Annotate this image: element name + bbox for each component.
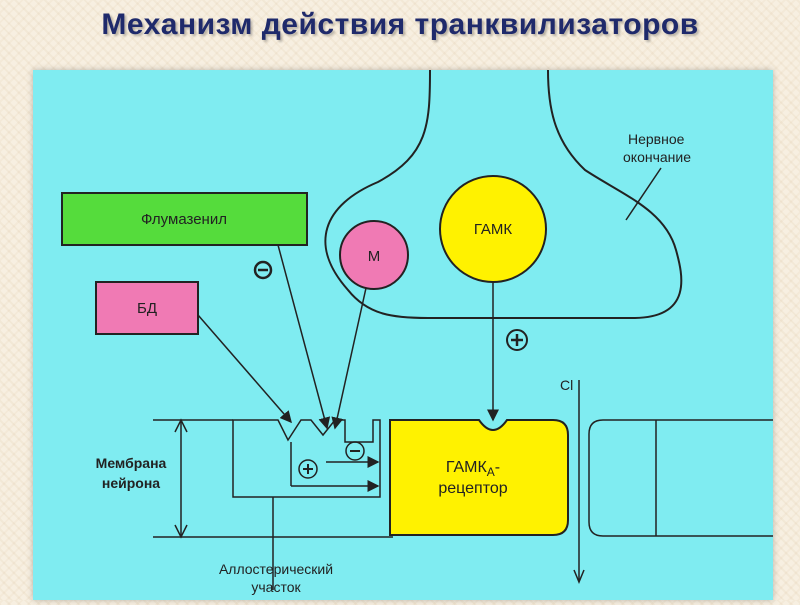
inner-minus-icon [345, 441, 365, 461]
membrane-label: Мембрана [96, 455, 167, 471]
cl-ion-label: Cl [560, 377, 573, 393]
membrane-dim-bottom-arrow [174, 524, 188, 539]
diagram-panel: Нервное окончание ГАМК М Флумазенил БД М… [33, 69, 773, 600]
allosteric-label-line2: участок [251, 579, 301, 595]
bd-label: БД [137, 300, 157, 317]
gaba-label: ГАМК [474, 221, 513, 238]
minus-sign-icon [253, 260, 273, 280]
cl-channel-arrowhead [573, 569, 585, 584]
allosteric-site-outline [232, 419, 381, 498]
inner-plus-icon [298, 459, 318, 479]
receptor-label-main: ГАМК [446, 459, 488, 476]
nerve-ending-label: Нервное [628, 131, 685, 147]
plus-sign-icon [506, 329, 528, 351]
nerve-ending-pointer [625, 167, 662, 221]
receptor-label-sub: А [487, 465, 495, 479]
m-arrow [331, 287, 367, 430]
allosteric-label: Аллостерический [219, 561, 333, 577]
slide-title: Механизм действия транквилизаторов [101, 8, 699, 41]
flumazenil-arrow [277, 244, 331, 430]
receptor-label-suffix: - [495, 459, 500, 476]
gaba-a-receptor [389, 419, 569, 536]
bd-box [95, 281, 199, 335]
right-membrane-block [588, 419, 773, 537]
bd-arrow [197, 314, 292, 424]
nerve-ending-outline [324, 69, 683, 319]
receptor-label-line1: ГАМКА- [446, 459, 500, 479]
receptor-label-line2: рецептор [438, 480, 507, 497]
m-circle [339, 220, 409, 290]
nerve-ending-label-line2: окончание [623, 149, 691, 165]
flumazenil-label: Флумазенил [141, 211, 227, 228]
membrane-dim-top-arrow [174, 418, 188, 433]
m-label: М [368, 248, 381, 265]
flumazenil-box [61, 192, 308, 246]
membrane-label-line2: нейрона [102, 475, 160, 491]
mechanism-diagram: Нервное окончание ГАМК М Флумазенил БД М… [61, 69, 773, 595]
